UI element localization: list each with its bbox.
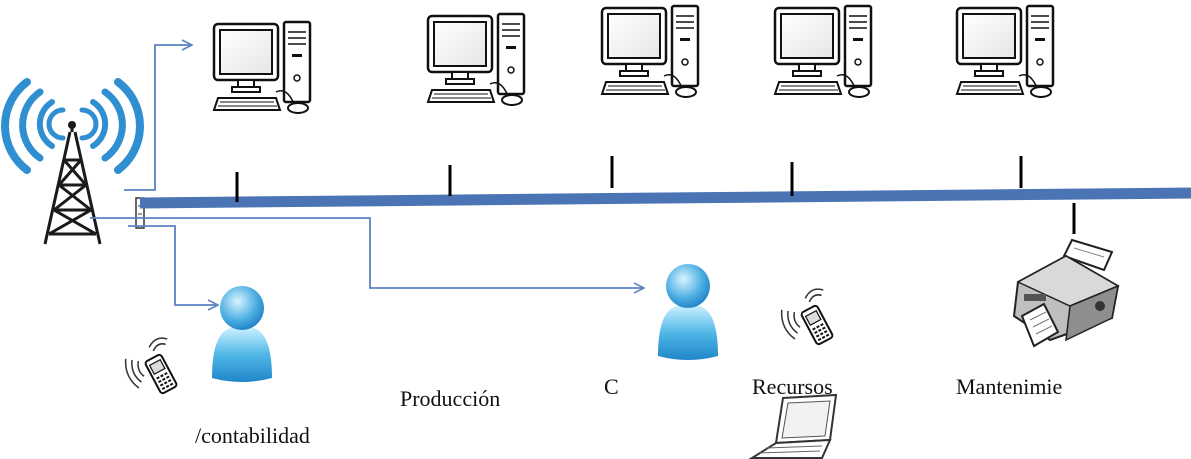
label-mantenimiento: Mantenimie — [956, 374, 1063, 399]
user-icon — [658, 264, 718, 360]
antenna-tower-icon — [1, 78, 144, 245]
label-c: C — [604, 374, 619, 399]
desktop-computer-icon — [600, 4, 700, 99]
network-backbone — [139, 187, 1191, 209]
laptop-icon — [748, 393, 838, 459]
arrow-to-computer — [124, 45, 192, 191]
printer-icon — [1012, 238, 1120, 348]
desktop-computer-icon — [212, 20, 312, 115]
arrow-to-user-contabilidad — [128, 225, 218, 305]
desktop-computer-icon — [426, 12, 526, 107]
desktop-computer-icon — [955, 4, 1055, 99]
mobile-phone-icon — [118, 333, 190, 405]
arrow-to-user-c — [90, 217, 644, 288]
mobile-phone-icon — [774, 284, 846, 356]
desktop-computer-icon — [773, 4, 873, 99]
user-icon — [212, 286, 272, 382]
label-contabilidad: /contabilidad — [195, 423, 310, 448]
label-produccion: Producción — [400, 386, 501, 411]
label-recursos: Recursos — [752, 374, 833, 399]
